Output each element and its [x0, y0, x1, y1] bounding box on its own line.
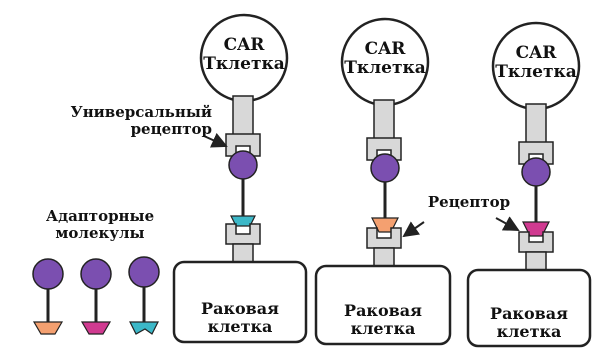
- car-t-cell-3-label: CAR Тклетка: [494, 44, 578, 81]
- receptor-arrow-right: [495, 216, 520, 231]
- free-adapter-magenta: [80, 258, 112, 335]
- cancer-receptor-1: [225, 223, 261, 277]
- receptor-label: Рецептор: [414, 193, 524, 211]
- car-label-line1: CAR: [223, 35, 265, 55]
- car-label-line2: Тклетка: [344, 57, 426, 78]
- cancer-cell-1: [172, 260, 308, 344]
- car-t-cell-1-label: CAR Тклетка: [202, 36, 286, 73]
- receptor-arrow-left: [402, 221, 425, 238]
- free-adapter-orange: [32, 258, 64, 335]
- bound-adapter-2: [370, 153, 400, 233]
- cancer-cell-2: [314, 264, 452, 346]
- universal-receptor-1: [225, 95, 261, 157]
- bound-adapter-1: [228, 150, 258, 227]
- free-adapter-cyan: [128, 256, 160, 335]
- universal-receptor-3: [518, 103, 554, 165]
- cancer-label-line2: клетка: [207, 316, 273, 336]
- cancer-cell-1-label: Раковая клетка: [176, 300, 304, 335]
- universal-receptor-arrow: [203, 132, 228, 148]
- universal-receptor-label: Универсальный рецептор: [46, 103, 212, 139]
- car-label-line2: Тклетка: [495, 61, 577, 82]
- cancer-label-line2: клетка: [350, 318, 416, 338]
- adapter-molecules-label: Адапторные молекулы: [30, 207, 170, 243]
- receptor-text: Рецептор: [427, 193, 511, 211]
- cancer-cell-3-label: Раковая клетка: [470, 305, 588, 340]
- cancer-cell-3: [466, 268, 592, 348]
- adapter-line1: Адапторные: [45, 207, 155, 225]
- cancer-label-line2: клетка: [496, 321, 562, 341]
- car-label-line1: CAR: [515, 43, 557, 63]
- car-t-cell-2-label: CAR Тклетка: [343, 40, 427, 77]
- cancer-label-line1: Раковая: [490, 304, 568, 323]
- universal-receptor-2: [366, 99, 402, 161]
- car-label-line2: Тклетка: [203, 53, 285, 74]
- cancer-label-line1: Раковая: [201, 299, 279, 318]
- car-label-line1: CAR: [364, 39, 406, 59]
- cancer-cell-2-label: Раковая клетка: [318, 302, 448, 337]
- universal-receptor-line2: рецептор: [130, 120, 212, 139]
- adapter-line2: молекулы: [55, 224, 145, 243]
- universal-receptor-line1: Универсальный: [70, 103, 212, 121]
- cancer-label-line1: Раковая: [344, 301, 422, 320]
- bound-adapter-3: [521, 157, 551, 237]
